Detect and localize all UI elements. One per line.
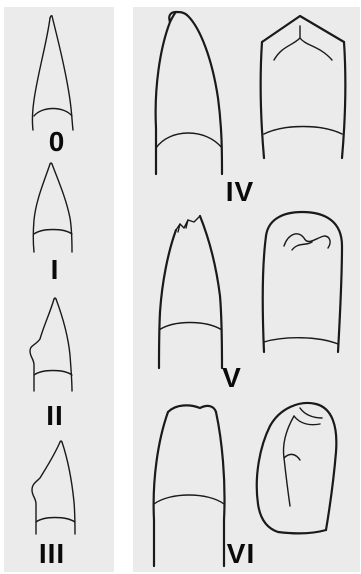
tooth-stage-IV-occlusal bbox=[254, 12, 350, 162]
stage-label-I: I bbox=[48, 256, 62, 284]
tooth-stage-V-occlusal bbox=[252, 206, 348, 356]
stage-label-IV: IV bbox=[218, 178, 262, 206]
stage-label-VI: VI bbox=[218, 540, 264, 568]
tooth-stage-VI-occlusal bbox=[250, 396, 350, 536]
tooth-stage-V-labial bbox=[154, 212, 234, 372]
tooth-stage-II bbox=[26, 295, 78, 395]
tooth-stage-IV-labial bbox=[150, 8, 230, 178]
stage-label-II: II bbox=[42, 402, 68, 430]
tooth-stage-III bbox=[26, 438, 80, 538]
tooth-stage-0 bbox=[28, 12, 78, 132]
tooth-stage-I bbox=[30, 160, 78, 256]
stage-label-0: 0 bbox=[45, 128, 69, 156]
stage-label-III: III bbox=[30, 540, 74, 568]
stage-label-V: V bbox=[216, 364, 248, 392]
